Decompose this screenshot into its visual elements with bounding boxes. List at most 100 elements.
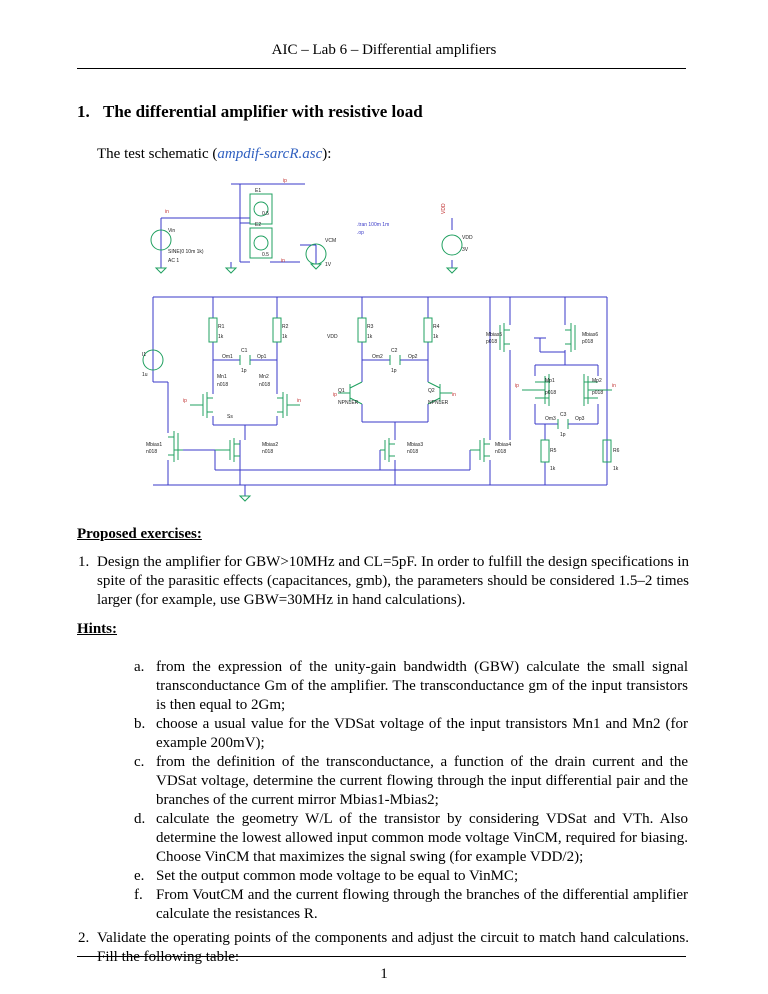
section-number: 1. (77, 102, 90, 121)
svg-text:1k: 1k (367, 334, 373, 340)
exercise-1-text: Design the amplifier for GBW>10MHz and C… (97, 554, 689, 608)
svg-text:0.5: 0.5 (262, 211, 269, 217)
hint-b: b.choose a usual value for the VDSat vol… (134, 716, 688, 751)
svg-text:Mp2: Mp2 (592, 378, 602, 384)
svg-text:Om1: Om1 (222, 354, 233, 360)
exercise-2-text: Validate the operating points of the com… (97, 930, 689, 965)
svg-text:1k: 1k (218, 334, 224, 340)
svg-text:NPN1ER: NPN1ER (428, 400, 449, 406)
intro-prefix: The test schematic ( (97, 146, 218, 162)
exercise-1: 1. Design the amplifier for GBW>10MHz an… (78, 553, 689, 610)
svg-text:ip: ip (183, 398, 187, 404)
svg-text:Om2: Om2 (372, 354, 383, 360)
svg-text:ip: ip (515, 383, 519, 389)
svg-text:Vin: Vin (168, 228, 175, 234)
schematic-directives: .tran 100m 1m .op (357, 222, 389, 236)
svg-text:n018: n018 (146, 449, 157, 455)
svg-text:Mn2: Mn2 (259, 374, 269, 380)
svg-text:Mbias1: Mbias1 (146, 442, 162, 448)
svg-text:p018: p018 (545, 390, 556, 396)
svg-text:1k: 1k (550, 466, 556, 472)
svg-text:Q2: Q2 (428, 388, 435, 394)
svg-text:E1: E1 (255, 188, 261, 194)
svg-text:R3: R3 (367, 324, 374, 330)
svg-text:in: in (281, 258, 285, 264)
svg-text:Mbias2: Mbias2 (262, 442, 278, 448)
svg-text:R4: R4 (433, 324, 440, 330)
svg-text:n018: n018 (262, 449, 273, 455)
svg-text:n018: n018 (495, 449, 506, 455)
svg-text:SINE(0 10m 1k): SINE(0 10m 1k) (168, 249, 204, 255)
svg-text:1k: 1k (282, 334, 288, 340)
svg-text:Mbias6: Mbias6 (582, 332, 598, 338)
schematic-file-link[interactable]: ampdif-sarcR.asc (217, 146, 323, 162)
svg-text:VCM: VCM (325, 238, 336, 244)
svg-text:0.5: 0.5 (262, 252, 269, 258)
svg-text:1k: 1k (613, 466, 619, 472)
svg-text:Mn1: Mn1 (217, 374, 227, 380)
exercise-2: 2. Validate the operating points of the … (78, 929, 689, 967)
svg-text:Mbias5: Mbias5 (486, 332, 502, 338)
svg-text:AC 1: AC 1 (168, 258, 179, 264)
svg-text:Op2: Op2 (408, 354, 418, 360)
svg-text:ip: ip (333, 392, 337, 398)
svg-text:C3: C3 (560, 412, 567, 418)
svg-text:n018: n018 (407, 449, 418, 455)
intro-suffix: ): (322, 146, 332, 162)
svg-text:1p: 1p (560, 432, 566, 438)
svg-text:p018: p018 (486, 339, 497, 345)
svg-text:in: in (297, 398, 301, 404)
svg-text:1u: 1u (142, 372, 148, 378)
svg-text:R5: R5 (550, 448, 557, 454)
test-schematic: E1 0.5 E2 0.5 Vin SINE(0 10m 1k) AC 1 VC… (142, 178, 620, 502)
hint-c: c.from the definition of the transconduc… (134, 754, 688, 808)
svg-text:Mp1: Mp1 (545, 378, 555, 384)
schematic-devices (142, 193, 612, 463)
hint-e: e.Set the output common mode voltage to … (134, 868, 519, 884)
footer-rule (77, 956, 686, 957)
exercise-1-number: 1. (78, 554, 90, 570)
page-number: 1 (380, 966, 388, 982)
svg-text:Op3: Op3 (575, 416, 585, 422)
svg-text:1p: 1p (241, 368, 247, 374)
svg-text:VDD: VDD (441, 203, 447, 214)
svg-text:.op: .op (357, 230, 364, 236)
svg-text:R6: R6 (613, 448, 620, 454)
hint-f: f.From VoutCM and the current flowing th… (134, 887, 688, 922)
svg-text:VDD: VDD (327, 334, 338, 340)
svg-text:R1: R1 (218, 324, 225, 330)
svg-text:Op1: Op1 (257, 354, 267, 360)
svg-text:C1: C1 (241, 348, 248, 354)
section-title: 1. The differential amplifier with resist… (77, 102, 423, 122)
svg-text:1k: 1k (433, 334, 439, 340)
hint-a: a.from the expression of the unity-gain … (134, 659, 688, 713)
svg-text:R2: R2 (282, 324, 289, 330)
svg-text:Om3: Om3 (545, 416, 556, 422)
section-title-text: The differential amplifier with resistiv… (103, 102, 423, 121)
svg-text:in: in (612, 383, 616, 389)
svg-text:in: in (452, 392, 456, 398)
svg-text:n018: n018 (217, 382, 228, 388)
svg-text:ip: ip (283, 178, 287, 184)
exercise-2-number: 2. (78, 930, 90, 946)
schematic-node-labels: ip in in ip in ip in ip in VDD (165, 178, 616, 404)
svg-text:p018: p018 (592, 390, 603, 396)
schematic-wires (152, 183, 608, 496)
svg-text:in: in (165, 209, 169, 215)
page-header: AIC – Lab 6 – Differential amplifiers (271, 42, 497, 58)
svg-text:Q1: Q1 (338, 388, 345, 394)
svg-text:Mbias4: Mbias4 (495, 442, 511, 448)
svg-text:NPN1ER: NPN1ER (338, 400, 359, 406)
intro-paragraph: The test schematic (ampdif-sarcR.asc): (97, 145, 331, 164)
svg-text:C2: C2 (391, 348, 398, 354)
svg-text:p018: p018 (582, 339, 593, 345)
svg-text:E2: E2 (255, 222, 261, 228)
svg-text:I1: I1 (142, 352, 146, 358)
exercises-heading: Proposed exercises: (77, 526, 202, 542)
hint-d: d.calculate the geometry W/L of the tran… (134, 811, 688, 865)
svg-text:n018: n018 (259, 382, 270, 388)
svg-text:3V: 3V (462, 247, 469, 253)
hints-heading: Hints: (77, 621, 118, 637)
svg-text:.tran 100m 1m: .tran 100m 1m (357, 222, 389, 228)
header-rule (77, 68, 686, 69)
